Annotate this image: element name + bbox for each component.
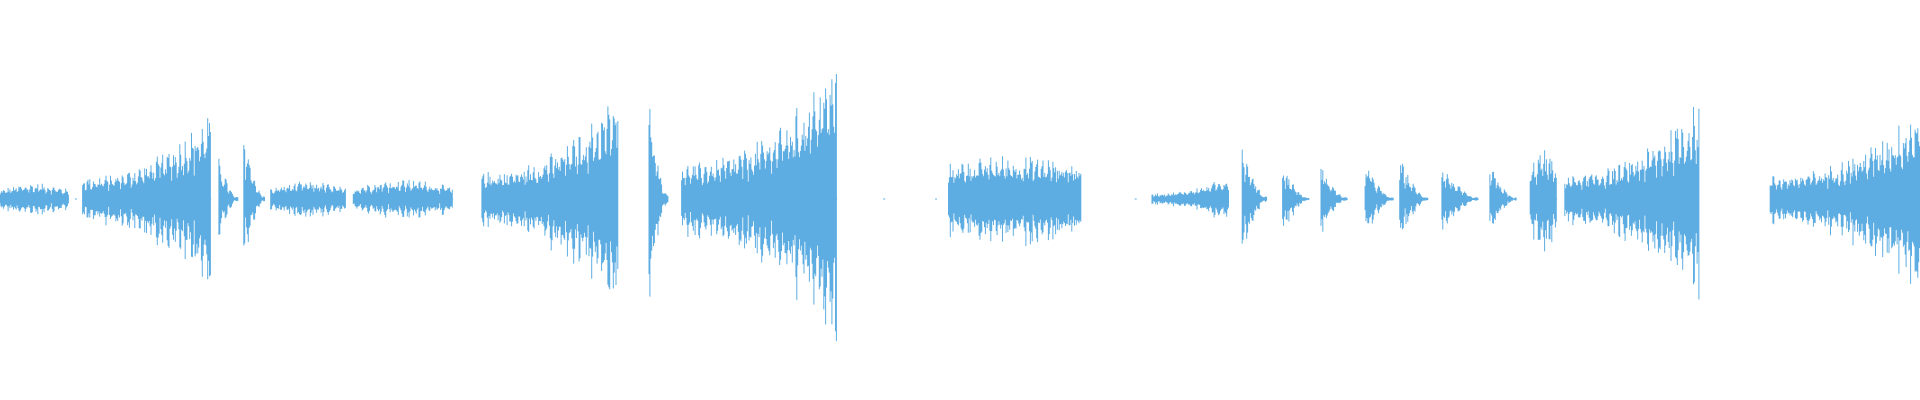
waveform-amplitude (1151, 182, 1229, 218)
waveform-segment (681, 74, 838, 341)
waveform-segment (1151, 182, 1229, 218)
waveform-amplitude (1441, 172, 1479, 230)
waveform-segment (1364, 170, 1394, 224)
waveform-segment (1441, 172, 1479, 230)
waveform-amplitude (681, 74, 837, 341)
waveform-layer (0, 74, 1920, 341)
waveform-amplitude (243, 145, 265, 246)
waveform-amplitude (1489, 171, 1517, 224)
waveform-segment (1399, 163, 1429, 230)
waveform-amplitude (1769, 124, 1920, 284)
waveform-segment (243, 145, 265, 246)
waveform-amplitude (648, 108, 669, 297)
waveform-amplitude (1364, 170, 1394, 224)
waveform-segment (270, 181, 346, 217)
waveform-segment (218, 158, 239, 235)
waveform-amplitude (1399, 163, 1429, 230)
waveform-segment (1320, 168, 1348, 232)
waveform-amplitude (270, 181, 346, 217)
waveform-amplitude (481, 106, 619, 290)
waveform-amplitude (1529, 150, 1557, 252)
waveform-amplitude (948, 156, 1082, 246)
waveform-amplitude (218, 158, 239, 235)
waveform-segment (1282, 175, 1310, 226)
waveform-segment (1489, 171, 1517, 224)
waveform-amplitude (0, 183, 69, 215)
waveform-segment (1769, 124, 1920, 284)
waveform-segment (1529, 150, 1558, 252)
waveform-segment (648, 108, 669, 297)
waveform-amplitude (1564, 107, 1700, 300)
waveform-amplitude (82, 118, 211, 280)
waveform-segment (352, 179, 454, 218)
waveform-segment (481, 106, 619, 290)
waveform-amplitude (1320, 168, 1348, 232)
waveform-segment (948, 156, 1082, 246)
waveform-segment (0, 183, 70, 215)
waveform-segment (1241, 149, 1268, 244)
waveform-segment (1564, 107, 1700, 300)
waveform-amplitude (1282, 175, 1310, 226)
waveform-amplitude (1241, 149, 1267, 244)
waveform-segment (82, 118, 212, 280)
waveform-amplitude (352, 179, 453, 218)
